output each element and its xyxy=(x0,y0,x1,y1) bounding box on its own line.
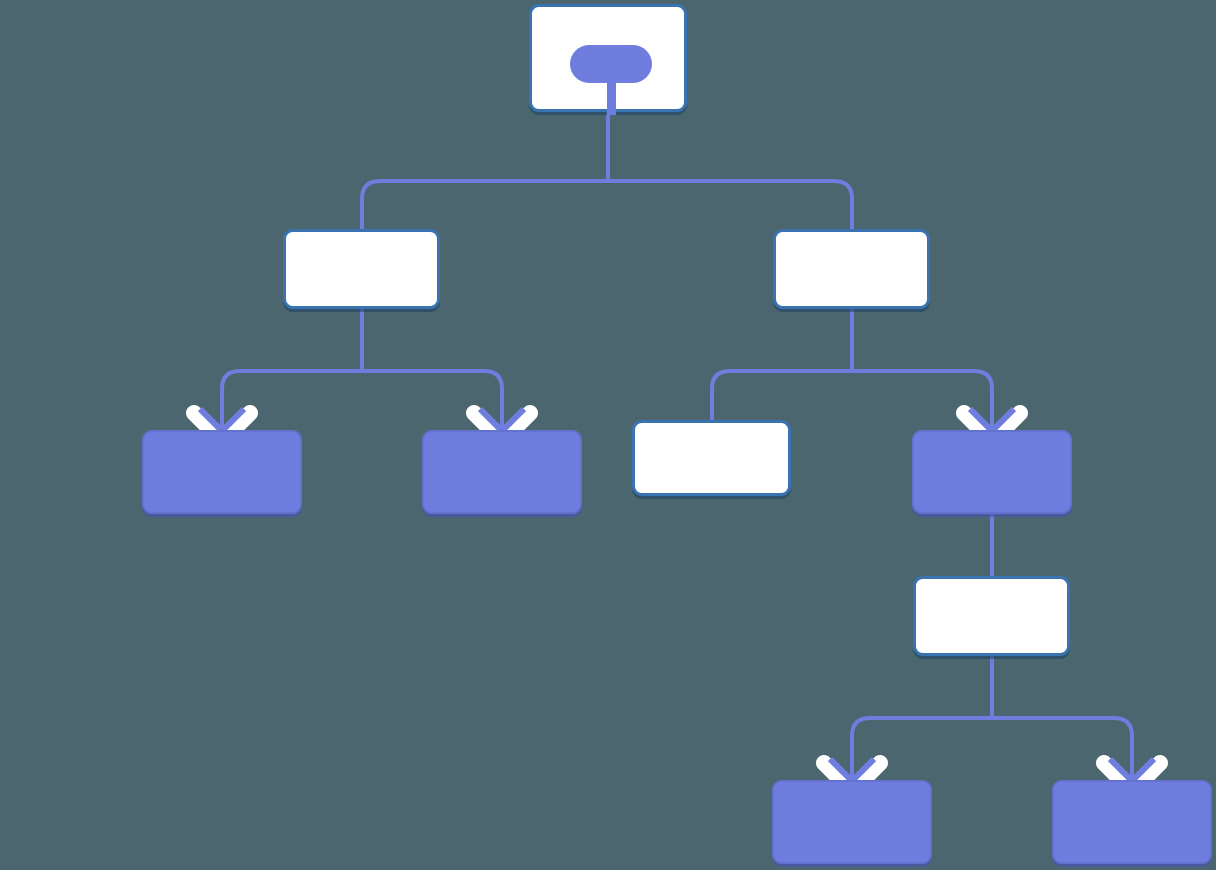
arrowhead-tip xyxy=(967,406,1017,436)
edge xyxy=(360,112,611,229)
tree-node-n-l1-a[interactable] xyxy=(142,430,302,514)
edge xyxy=(850,656,994,780)
edge xyxy=(220,309,364,430)
edge xyxy=(990,656,1134,780)
tree-node-n-r1-a[interactable] xyxy=(632,420,791,496)
tree-node-root[interactable] xyxy=(529,4,687,115)
edge xyxy=(850,309,994,430)
tree-node-n-r1[interactable] xyxy=(773,229,930,309)
edge xyxy=(606,112,854,229)
root-collapse-badge[interactable] xyxy=(570,45,652,83)
tree-node-n-r1-b[interactable] xyxy=(912,430,1072,514)
arrowhead-tip xyxy=(197,406,247,436)
arrowhead-tip xyxy=(477,406,527,436)
root-badge-stem xyxy=(606,81,616,115)
arrowhead-tip xyxy=(827,756,877,786)
tree-node-n-l1[interactable] xyxy=(283,229,440,309)
arrowhead-tip xyxy=(1107,756,1157,786)
tree-node-n-r2[interactable] xyxy=(913,576,1070,656)
tree-node-n-l1-b[interactable] xyxy=(422,430,582,514)
edge xyxy=(710,309,854,420)
tree-node-n-r3-b[interactable] xyxy=(1052,780,1212,864)
tree-node-n-r3-a[interactable] xyxy=(772,780,932,864)
edge xyxy=(360,309,504,430)
